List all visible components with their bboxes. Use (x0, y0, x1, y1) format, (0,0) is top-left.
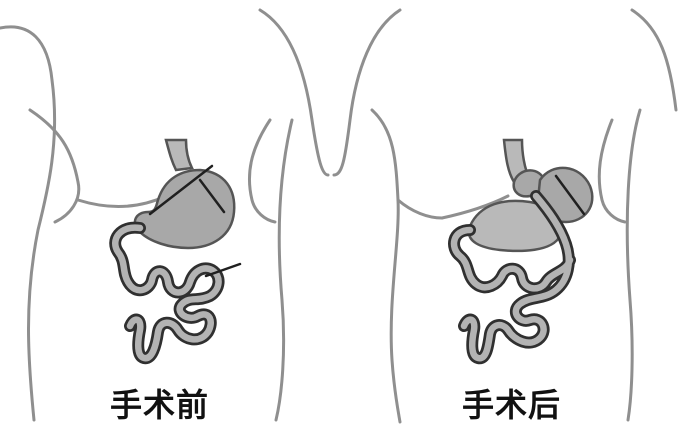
torso-after-right-side (627, 110, 640, 420)
torso-before-right-contour (260, 10, 328, 175)
torso-after-right-contour (632, 10, 676, 110)
torso-after-chest-left (398, 200, 442, 218)
torso-before-chest-right (249, 120, 275, 222)
torso-after-left-contour (334, 10, 400, 175)
label-after-surgery: 手术后 (462, 380, 561, 426)
organs-before (115, 140, 240, 358)
stomach-before (135, 170, 234, 248)
torso-before-left-contour (0, 27, 55, 420)
organs-after (454, 140, 592, 358)
torso-before-rib-arch (78, 196, 166, 206)
torso-after-chest-right (599, 120, 625, 222)
torso-after-left-side (372, 110, 400, 422)
label-before-surgery: 手术前 (110, 380, 209, 426)
torso-before-right-side (276, 120, 292, 420)
esophagus-before (166, 140, 192, 170)
